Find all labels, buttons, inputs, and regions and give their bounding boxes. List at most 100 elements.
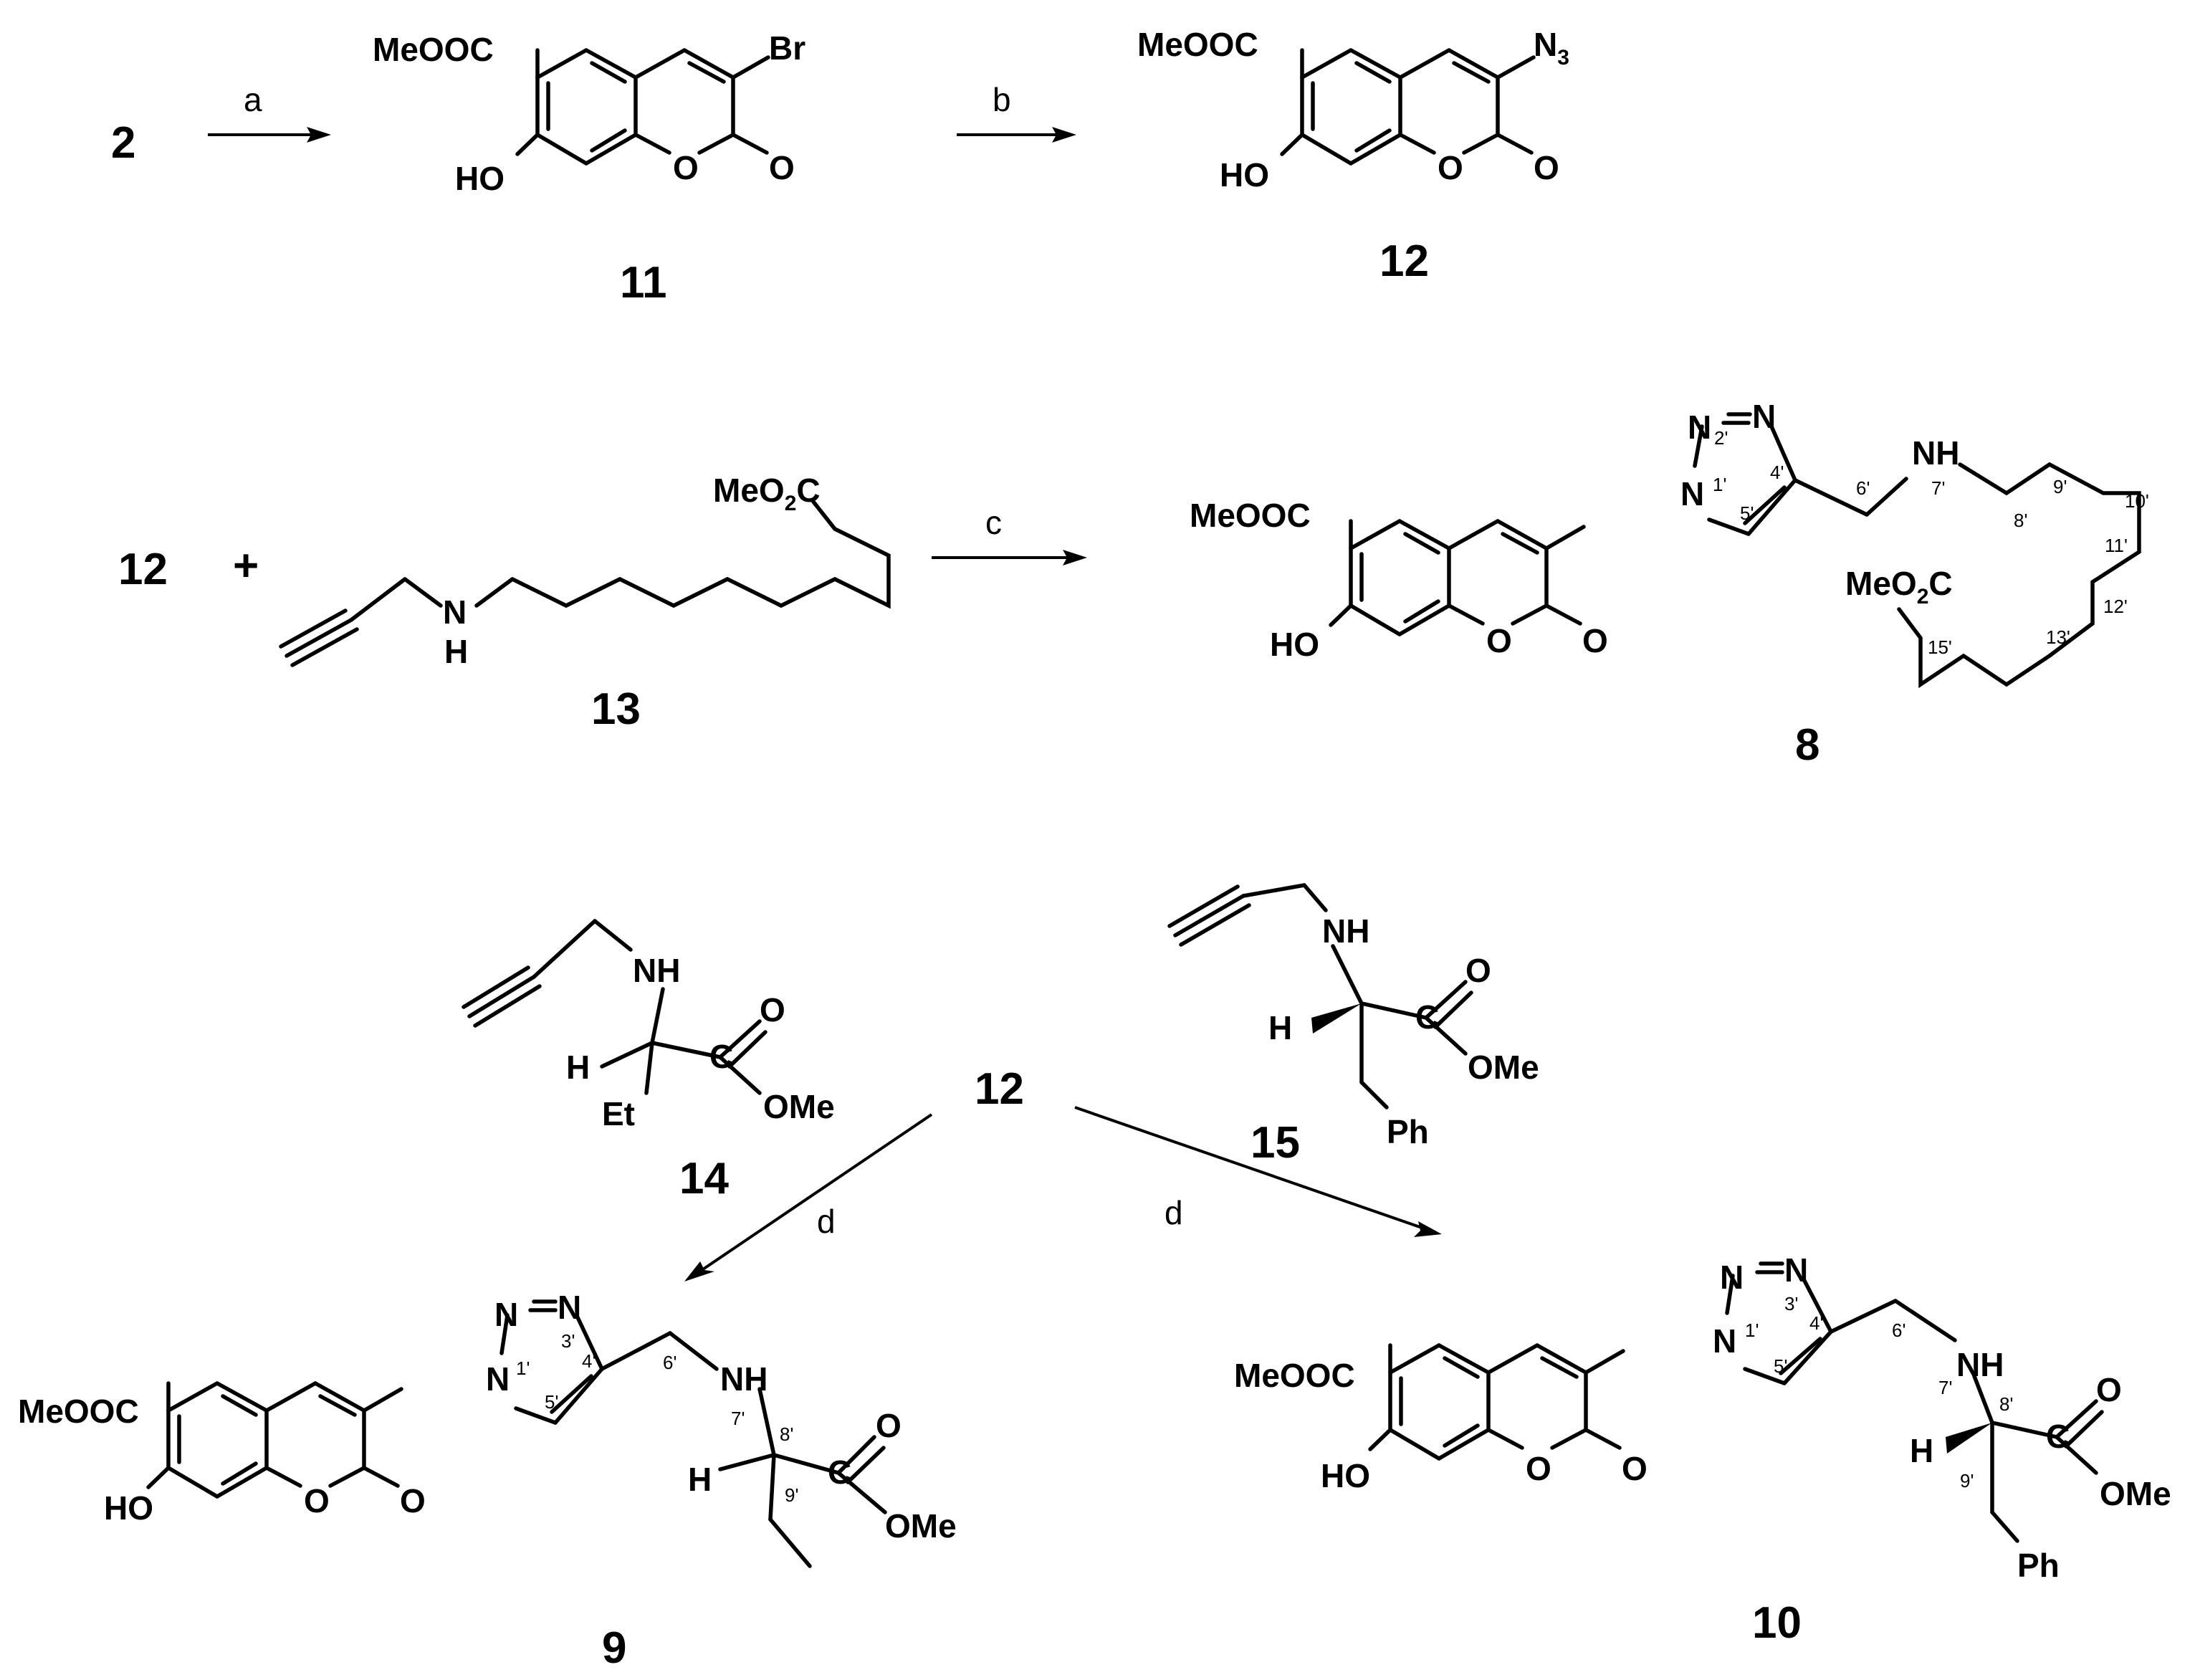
- phenyl-label: Ph: [2017, 1547, 2060, 1584]
- compound-10-structure: MeOOC HO O O N N N NH H C O OMe Ph 1' 3'…: [1234, 1251, 2171, 1584]
- arrow-d-right: [1074, 1106, 1442, 1237]
- arrow-a: [208, 127, 331, 143]
- position-4-label: 4': [1770, 462, 1784, 483]
- compound-11-label: 11: [620, 258, 667, 307]
- compound-11-structure: MeOOC HO O O Br: [373, 29, 805, 197]
- ester-label: MeOOC: [1137, 26, 1258, 63]
- hydroxy-label: HO: [1220, 156, 1269, 194]
- compound-13-structure: N H MeO2C: [279, 472, 891, 670]
- position-5-label: 5': [1774, 1355, 1787, 1377]
- arrow-d-left: [684, 1113, 933, 1282]
- position-15-label: 15': [1928, 636, 1952, 658]
- position-10-label: 10': [2125, 490, 2149, 512]
- amine-nh-label: NH: [1956, 1346, 2004, 1383]
- compound-12-reactant-label: 12: [118, 545, 168, 594]
- ring-oxygen-label: O: [673, 149, 699, 186]
- compound-9-structure: MeOOC HO O O N N N NH H C O OMe 1' 3' 4'…: [18, 1289, 957, 1568]
- hydroxy-label: HO: [1321, 1457, 1370, 1494]
- carbonyl-carbon-label: C: [828, 1454, 851, 1491]
- methoxy-label: OMe: [763, 1088, 835, 1125]
- ethyl-label: Et: [602, 1095, 635, 1132]
- amine-n-label: N: [443, 593, 467, 631]
- triazole-n3-label: N: [1784, 1251, 1808, 1289]
- position-4-label: 4': [582, 1350, 596, 1372]
- ester-label: MeOOC: [18, 1393, 139, 1430]
- compound-12-label: 12: [1379, 237, 1429, 286]
- position-3-label: 3': [1784, 1293, 1798, 1314]
- compound-14-label: 14: [679, 1154, 729, 1203]
- ester-label: MeOOC: [1190, 497, 1311, 534]
- position-9-label: 9': [785, 1484, 798, 1506]
- position-8-label: 8': [2014, 510, 2027, 531]
- arrow-c: [932, 550, 1087, 565]
- carbonyl-oxygen-label: O: [1465, 952, 1491, 989]
- position-11-label: 11': [2105, 535, 2128, 556]
- methyl-ester-label: MeO2C: [1845, 565, 1953, 608]
- hydroxy-label: HO: [1270, 626, 1319, 663]
- position-13-label: 13': [2046, 626, 2070, 648]
- arrow-b: [957, 127, 1076, 143]
- amine-h-label: H: [444, 633, 468, 670]
- carbonyl-carbon-label: C: [709, 1038, 733, 1075]
- bromo-label: Br: [769, 29, 805, 67]
- triazole-n2-label: N: [494, 1296, 518, 1333]
- compound-8-label: 8: [1795, 720, 1819, 770]
- reagent-d-right-label: d: [1165, 1194, 1183, 1231]
- position-5-label: 5': [1740, 502, 1754, 524]
- methyl-ester-label: MeO2C: [713, 472, 821, 515]
- reagent-a-label: a: [244, 81, 262, 118]
- compound-9-label: 9: [602, 1623, 626, 1673]
- alpha-h-label: H: [1268, 1009, 1292, 1046]
- position-6-label: 6': [1856, 477, 1870, 499]
- carbonyl-oxygen-2-label: O: [876, 1407, 902, 1444]
- methoxy-label: OMe: [2100, 1475, 2171, 1512]
- methoxy-label: OMe: [885, 1507, 957, 1545]
- position-2-label: 2': [1714, 427, 1728, 449]
- position-3-label: 3': [561, 1330, 575, 1352]
- alpha-h-label: H: [688, 1461, 712, 1498]
- ring-oxygen-label: O: [304, 1482, 330, 1519]
- position-8-label: 8': [1999, 1393, 2013, 1415]
- position-7-label: 7': [1931, 477, 1945, 499]
- hydroxy-label: HO: [104, 1489, 153, 1527]
- triazole-n3-label: N: [558, 1289, 581, 1326]
- reagent-c-label: c: [985, 504, 1002, 541]
- compound-15-structure: NH H C O OMe Ph: [1167, 883, 1539, 1150]
- amine-nh-label: NH: [720, 1360, 767, 1398]
- compound-10-label: 10: [1752, 1598, 1802, 1648]
- reagent-d-left-label: d: [817, 1203, 836, 1240]
- carbonyl-oxygen-label: O: [1622, 1450, 1648, 1487]
- compound-12-structure: MeOOC HO O O N3: [1137, 26, 1569, 194]
- compound-12-center-label: 12: [975, 1064, 1024, 1114]
- carbonyl-oxygen-label: O: [1534, 149, 1559, 186]
- triazole-n2-label: N: [1688, 409, 1711, 446]
- carbonyl-oxygen-2-label: O: [2096, 1371, 2122, 1408]
- reagent-b-label: b: [993, 81, 1011, 118]
- carbonyl-oxygen-label: O: [1582, 622, 1608, 659]
- position-9-label: 9': [1960, 1470, 1974, 1492]
- compound-8-structure: MeOOC HO O O N N N NH MeO2C 1' 2' 4' 5' …: [1190, 398, 2149, 689]
- position-4-label: 4': [1809, 1312, 1823, 1334]
- ring-oxygen-label: O: [1526, 1450, 1551, 1487]
- amine-nh-label: NH: [633, 952, 680, 989]
- plus-sign: +: [233, 541, 259, 591]
- position-1-label: 1': [1745, 1319, 1759, 1341]
- carbonyl-oxygen-label: O: [769, 149, 795, 186]
- compound-14-structure: NH H C O OMe Et: [462, 919, 835, 1132]
- carbonyl-oxygen-label: O: [760, 991, 785, 1028]
- compound-13-label: 13: [591, 684, 641, 734]
- triazole-n1-label: N: [486, 1360, 510, 1398]
- wedge-bond: [1311, 1003, 1362, 1034]
- triazole-n1-label: N: [1713, 1322, 1736, 1360]
- triazole-n3-label: N: [1752, 398, 1776, 435]
- carbonyl-oxygen-label: O: [400, 1482, 426, 1519]
- methoxy-label: OMe: [1468, 1049, 1539, 1086]
- position-9-label: 9': [2053, 476, 2067, 497]
- carbonyl-carbon-label: C: [1415, 998, 1439, 1036]
- ring-oxygen-label: O: [1486, 622, 1512, 659]
- position-6-label: 6': [663, 1352, 676, 1373]
- amine-nh-label: NH: [1912, 434, 1959, 472]
- compound-2-label: 2: [111, 118, 135, 168]
- position-7-label: 7': [1938, 1377, 1952, 1398]
